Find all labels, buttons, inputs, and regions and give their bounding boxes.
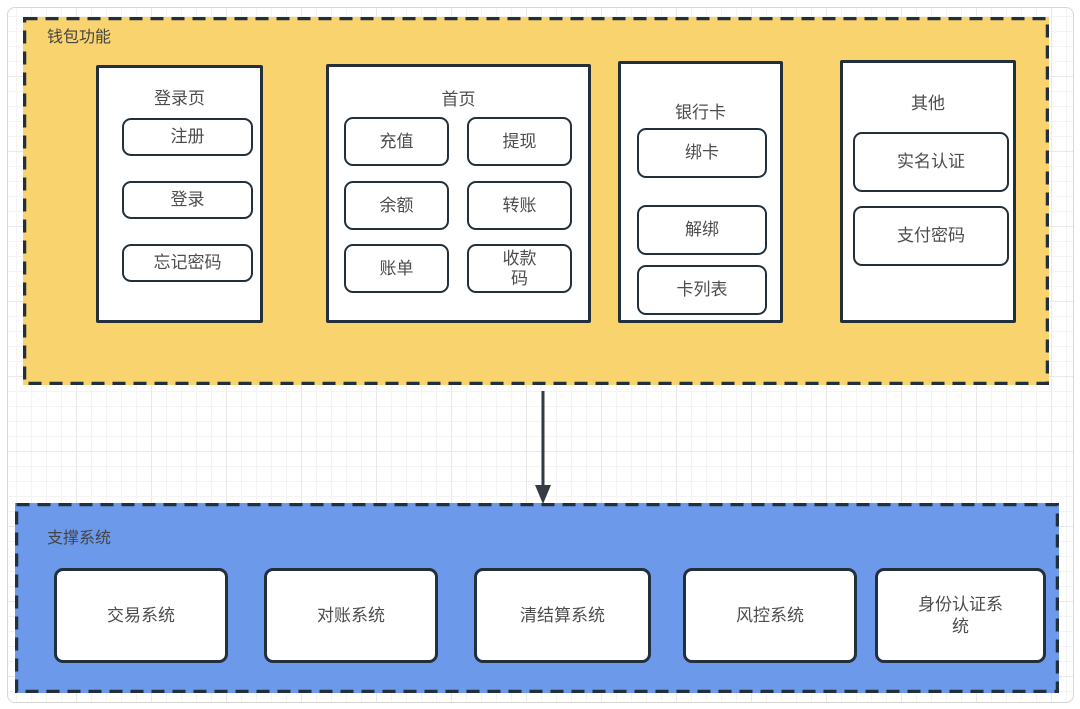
button-forgot-password[interactable]: 忘记密码: [122, 244, 253, 282]
button-label: 提现: [502, 131, 537, 151]
button-payment-code[interactable]: 收款码: [467, 244, 572, 293]
button-label: 登录: [170, 190, 205, 210]
wallet-section-label: 钱包功能: [47, 29, 112, 46]
button-label: 账单: [379, 258, 414, 278]
button-label: 解绑: [685, 220, 719, 240]
system-label: 清结算系统: [520, 605, 605, 625]
support-section-label: 支撑系统: [47, 530, 112, 547]
button-balance[interactable]: 余额: [344, 181, 449, 230]
group-title: 其他: [911, 94, 945, 113]
button-bill[interactable]: 账单: [344, 244, 449, 293]
support-systems-container[interactable]: 支撑系统 交易系统 对账系统 清结算系统 风控系统 身份认证系统: [15, 503, 1059, 693]
group-title: 银行卡: [675, 103, 726, 122]
system-label: 风控系统: [736, 605, 804, 625]
button-label: 收款码: [502, 248, 537, 288]
button-label: 支付密码: [897, 226, 965, 246]
button-label: 充值: [379, 131, 414, 151]
button-label: 卡列表: [676, 280, 728, 300]
button-label: 实名认证: [897, 152, 965, 172]
button-unbind-card[interactable]: 解绑: [637, 205, 767, 255]
system-transaction[interactable]: 交易系统: [54, 568, 228, 663]
button-withdraw[interactable]: 提现: [467, 117, 572, 166]
button-card-list[interactable]: 卡列表: [637, 265, 767, 315]
button-login[interactable]: 登录: [122, 181, 253, 219]
button-label: 注册: [170, 127, 205, 147]
group-home-page[interactable]: 首页 充值 提现 余额 转账 账单 收款码: [326, 64, 591, 323]
button-label: 转账: [502, 195, 537, 215]
diagram-canvas: 钱包功能 登录页 注册 登录 忘记密码 首页 充值 提现 余额: [7, 7, 1074, 703]
group-title: 登录页: [154, 89, 205, 108]
system-reconciliation[interactable]: 对账系统: [264, 568, 438, 663]
button-real-name-auth[interactable]: 实名认证: [853, 132, 1009, 192]
button-transfer[interactable]: 转账: [467, 181, 572, 230]
group-bank-card[interactable]: 银行卡 绑卡 解绑 卡列表: [618, 61, 783, 323]
wallet-functions-container[interactable]: 钱包功能 登录页 注册 登录 忘记密码 首页 充值 提现 余额: [23, 17, 1049, 385]
button-label: 绑卡: [685, 143, 719, 163]
system-label: 身份认证系统: [918, 595, 1003, 636]
down-arrow-connector-icon[interactable]: [527, 391, 559, 509]
system-identity-auth[interactable]: 身份认证系统: [875, 568, 1046, 663]
system-label: 交易系统: [107, 605, 175, 625]
button-recharge[interactable]: 充值: [344, 117, 449, 166]
button-payment-password[interactable]: 支付密码: [853, 206, 1009, 266]
group-login-page[interactable]: 登录页 注册 登录 忘记密码: [96, 65, 263, 323]
group-other[interactable]: 其他 实名认证 支付密码: [840, 60, 1016, 323]
group-title: 首页: [441, 90, 476, 109]
system-clearing-settlement[interactable]: 清结算系统: [474, 568, 651, 663]
button-register[interactable]: 注册: [122, 118, 253, 156]
system-label: 对账系统: [317, 605, 385, 625]
button-bind-card[interactable]: 绑卡: [637, 128, 767, 178]
system-risk-control[interactable]: 风控系统: [683, 568, 857, 663]
button-label: 忘记密码: [153, 253, 222, 273]
button-label: 余额: [379, 195, 414, 215]
